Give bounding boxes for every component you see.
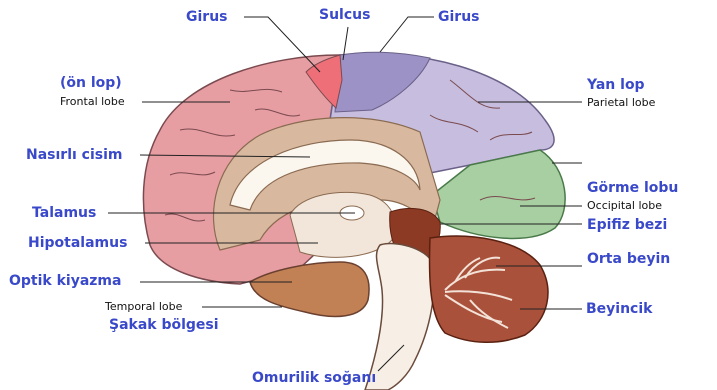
label-on-lop: (ön lop) [60, 76, 122, 90]
label-beyincik: Beyincik [586, 302, 652, 316]
label-nasirli-cisim: Nasırlı cisim [26, 148, 123, 162]
label-yan-lop: Yan lop [587, 78, 645, 92]
label-optik-kiyazma: Optik kiyazma [9, 274, 121, 288]
brainstem-region [365, 244, 434, 390]
label-girus-right: Girus [438, 10, 480, 24]
label-parietal-lobe: Parietal lobe [587, 97, 655, 108]
label-epifiz-bezi: Epifiz bezi [587, 218, 667, 232]
label-talamus: Talamus [32, 206, 96, 220]
label-orta-beyin: Orta beyin [587, 252, 670, 266]
label-omurilik-sogani: Omurilik soğanı [252, 371, 376, 385]
label-occipital-lobe: Occipital lobe [587, 200, 662, 211]
label-hipotalamus: Hipotalamus [28, 236, 127, 250]
label-sakak-bolgesi: Şakak bölgesi [109, 318, 219, 332]
label-frontal-lobe: Frontal lobe [60, 96, 125, 107]
label-temporal-lobe: Temporal lobe [105, 301, 182, 312]
label-girus-left: Girus [186, 10, 228, 24]
label-gorme-lobu: Görme lobu [587, 181, 678, 195]
label-sulcus: Sulcus [319, 8, 370, 22]
